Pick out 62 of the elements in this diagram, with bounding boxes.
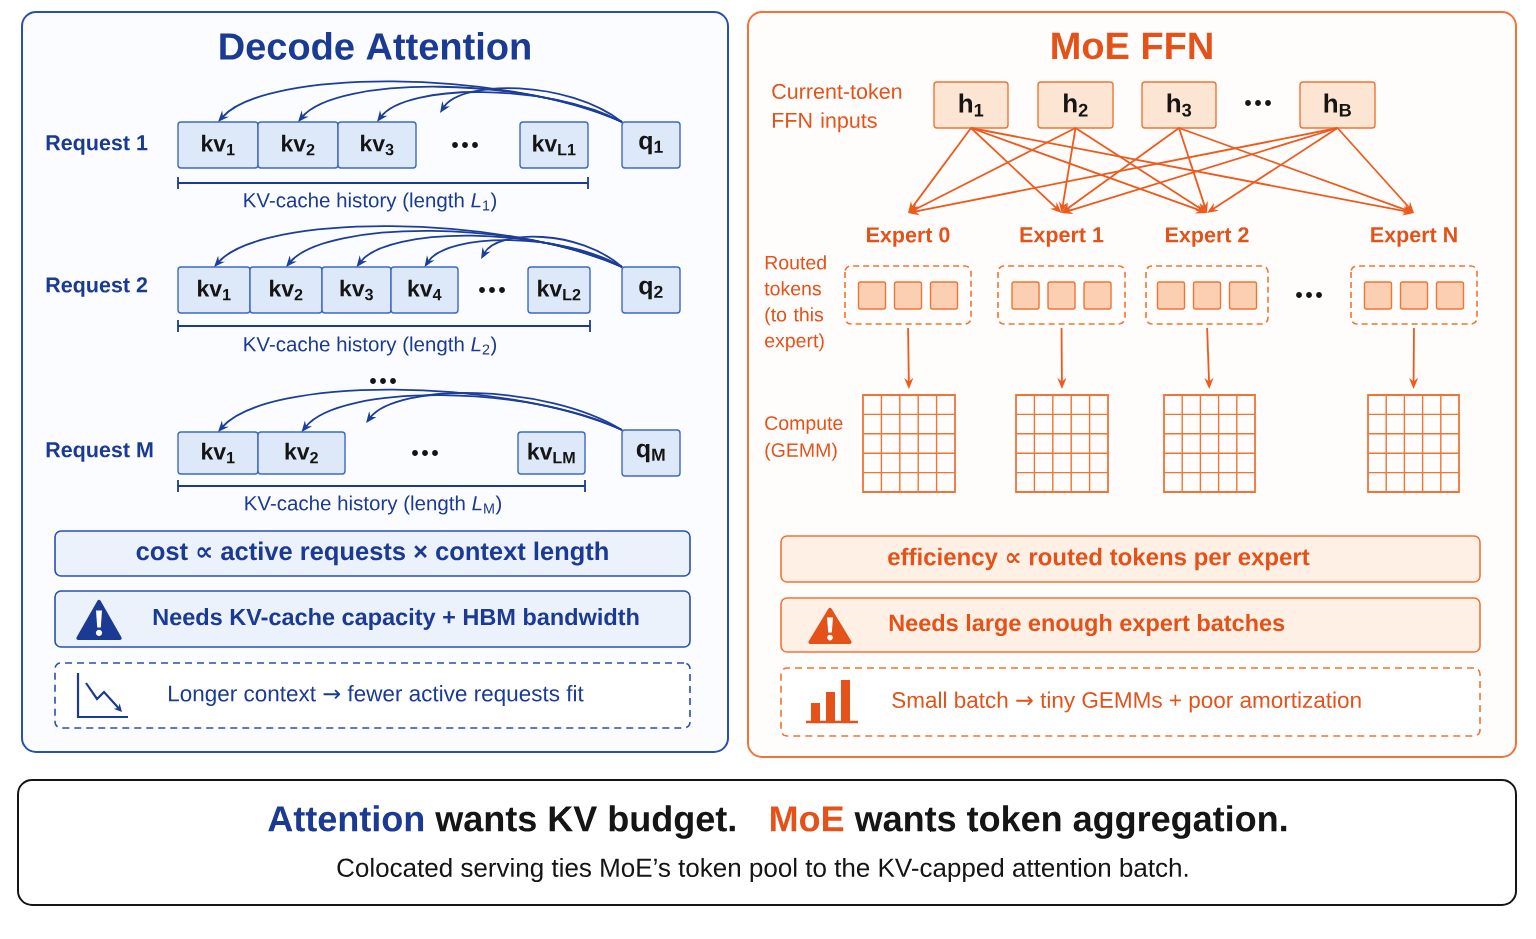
dimension-label: KV-cache history (length L$_{1}$) [244,192,497,212]
node-label: wants token aggregation. [854,805,1287,839]
note-box: Small batch → tiny GEMMs + poor amortization [780,667,1481,737]
expert-label: Expert 1 [1020,227,1104,247]
hidden-state-box: h$_{1}$ [933,81,1009,129]
headline: Attention wants KV budget. MoE wants token aggregation. [268,805,1287,839]
expert-label: Expert 2 [1166,227,1249,247]
note-box: Longer context → fewer active requests fit [54,662,691,729]
query-cell: q$_{2}$ [621,266,681,314]
panel-title: Decode Attention [220,32,530,60]
kv-cell: kv$_{3}$ [337,121,417,169]
side-label: Routed tokens (to this expert) [764,255,826,352]
hidden-state-box: h$_{2}$ [1037,81,1114,129]
token-square [1047,281,1076,310]
side-label: Compute (GEMM) [765,416,843,461]
kv-cell: kv$_{1}$ [177,266,251,314]
warning-box: Needs large enough expert batches [780,597,1481,653]
token-square [857,281,887,310]
token-square [929,281,959,310]
dimension-label: KV-cache history (length L$_{M}$) [245,495,501,515]
side-label: Current-token FFN inputs [772,83,902,133]
token-square [1083,281,1112,310]
kv-cell: kv$_{L2}$ [527,266,591,314]
query-cell: q$_{1}$ [621,121,681,169]
dimension-label: KV-cache history (length L$_{2}$) [244,336,497,356]
node-label: wants KV budget. [435,805,735,839]
token-square [893,281,923,310]
kv-cell: kv$_{3}$ [321,266,392,314]
row-label: Request 2 [46,277,148,297]
kv-cell: kv$_{LM}$ [517,431,586,475]
query-cell: q$_{M}$ [621,429,681,477]
kv-cell: kv$_{2}$ [249,266,323,314]
token-square [1399,281,1429,310]
subtitle: Colocated serving ties MoE’s token pool to the KV-capped attention batch. [337,857,1188,883]
kv-cell: kv$_{2}$ [257,431,346,475]
matrix-grid [1015,394,1109,493]
token-square [1192,281,1222,310]
node-label: MoE [771,806,844,832]
kv-cell: kv$_{1}$ [177,431,259,475]
token-square [1156,281,1186,310]
matrix-grid [1367,394,1460,493]
warning-box: Needs KV-cache capacity + HBM bandwidth [54,590,691,648]
formula-box: cost ∝ active requests × context length [54,530,691,577]
token-square [1435,281,1465,310]
formula-box: efficiency ∝ routed tokens per expert [780,535,1481,583]
token-square [1228,281,1258,310]
matrix-grid [862,394,956,493]
expert-label: Expert 0 [867,227,950,247]
hidden-state-box: h$_{3}$ [1141,81,1217,129]
token-square [1363,281,1393,310]
row-label: Request 1 [46,135,148,155]
kv-cell: kv$_{2}$ [257,121,339,169]
hidden-state-box: h$_{B}$ [1299,81,1376,129]
node-label: Attention [268,805,424,832]
row-label: Request M [46,442,153,462]
kv-cell: kv$_{4}$ [390,266,459,314]
token-square [1011,281,1040,310]
kv-cell: kv$_{L1}$ [519,121,589,169]
expert-label: Expert N [1371,227,1457,247]
panel-title: MoE FFN [1052,32,1212,60]
kv-cell: kv$_{1}$ [177,121,259,169]
matrix-grid [1163,394,1256,493]
